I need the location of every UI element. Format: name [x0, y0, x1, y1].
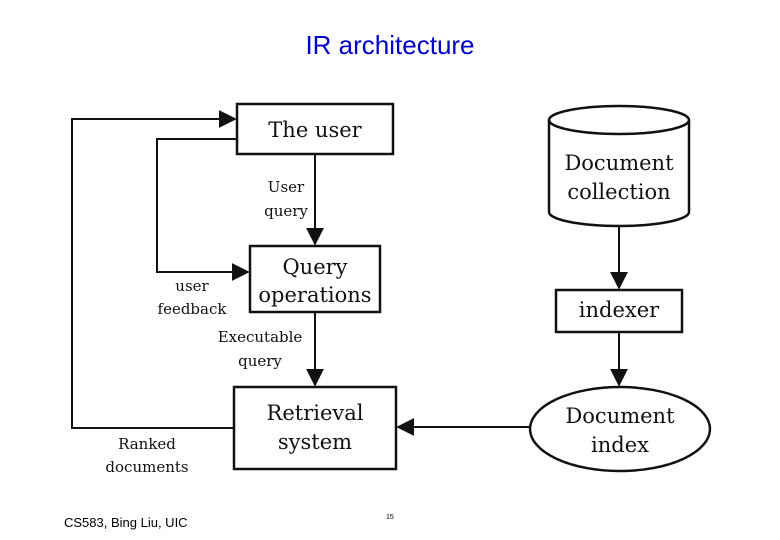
edge-label-user-query-1: User	[268, 178, 305, 196]
indexer-node: indexer	[554, 288, 684, 334]
document-index-label-2: index	[591, 433, 649, 457]
footer-page-number: 15	[386, 514, 394, 521]
retrieval-system-label-1: Retrieval	[267, 401, 364, 425]
document-collection-label-1: Document	[564, 151, 674, 175]
retrieval-system-node: Retrieval system	[232, 385, 398, 471]
edge-label-ranked-1: Ranked	[118, 435, 176, 453]
edge-user-feedback	[156, 138, 250, 281]
edge-label-feedback-2: feedback	[158, 300, 228, 318]
retrieval-system-label-2: system	[278, 430, 352, 454]
query-operations-label-1: Query	[282, 255, 347, 279]
slide-title: IR architecture	[305, 30, 475, 60]
indexer-label: indexer	[579, 298, 660, 322]
edge-label-executable-query-1: Executable	[218, 328, 303, 346]
edge-label-user-query-2: query	[264, 202, 308, 220]
footer-course: CS583, Bing Liu, UIC	[64, 515, 188, 530]
query-operations-label-2: operations	[258, 283, 371, 307]
edge-ranked-documents	[71, 110, 237, 429]
document-index-label-1: Document	[565, 404, 675, 428]
user-node-label: The user	[268, 118, 362, 142]
query-operations-node: Query operations	[248, 244, 382, 314]
edge-label-feedback-1: user	[175, 277, 209, 295]
edge-label-ranked-2: documents	[105, 458, 188, 476]
user-node: The user	[235, 102, 395, 156]
edge-label-executable-query-2: query	[238, 352, 282, 370]
document-collection-label-2: collection	[567, 180, 670, 204]
document-collection-node: Document collection	[547, 104, 691, 228]
document-index-node: Document index	[528, 385, 712, 473]
